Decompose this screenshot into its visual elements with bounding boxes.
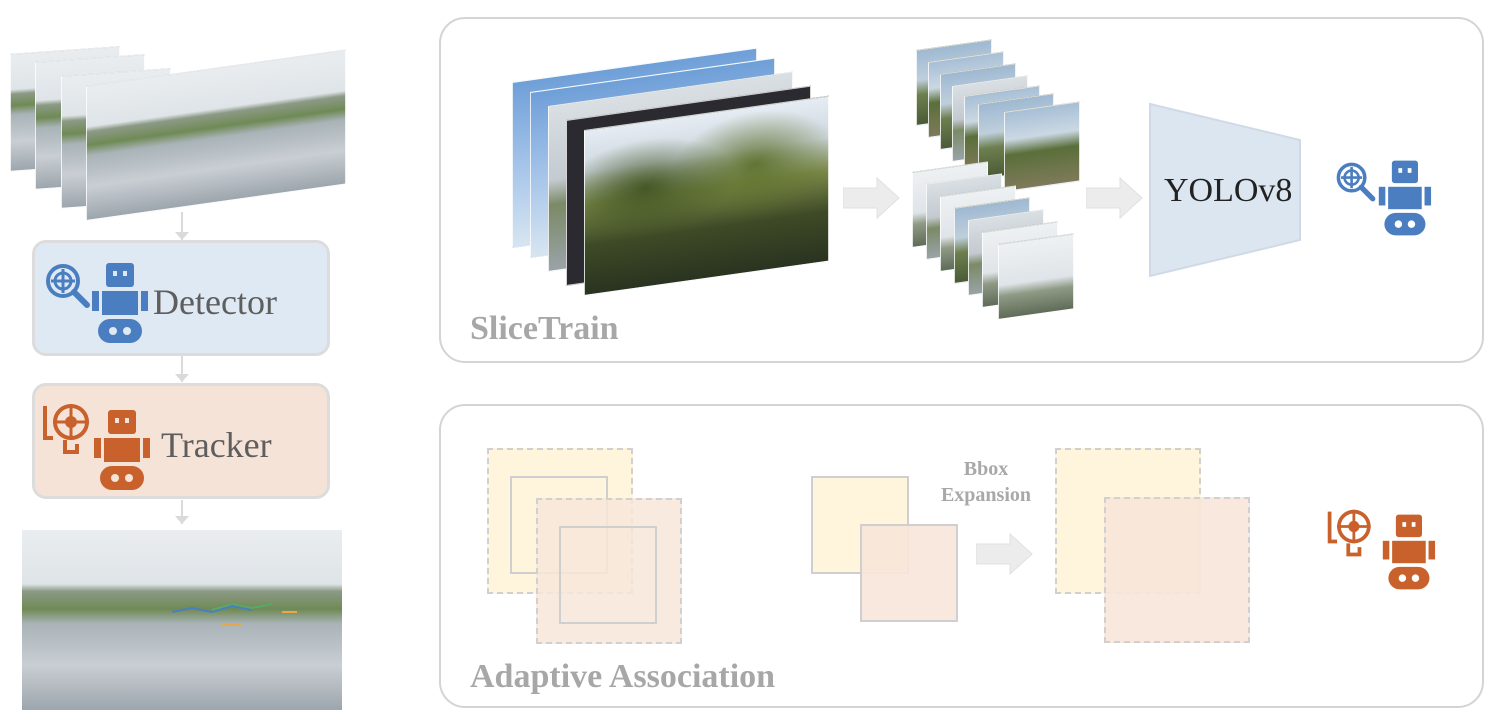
bbox-expansion-label: Bbox Expansion bbox=[926, 456, 1046, 508]
detector-module: Detector bbox=[32, 240, 330, 356]
arrow-expand bbox=[976, 532, 1033, 576]
yolo-model-block bbox=[1149, 102, 1301, 278]
bbox-expansion-line2: Expansion bbox=[940, 484, 1032, 506]
original-bbox-b bbox=[860, 524, 958, 622]
robot-icon bbox=[1382, 514, 1436, 590]
slice-image bbox=[1004, 101, 1080, 192]
robot-icon bbox=[94, 410, 150, 490]
arrow-slice bbox=[843, 176, 900, 220]
tracker-label: Tracker bbox=[161, 425, 272, 465]
flow-arrowhead-1 bbox=[175, 232, 189, 240]
expanded-result-b bbox=[1104, 497, 1250, 643]
crosshair-gear-icon bbox=[1327, 509, 1371, 557]
slice-image bbox=[998, 233, 1074, 320]
flow-line-2 bbox=[181, 356, 183, 382]
arrow-train bbox=[1086, 176, 1143, 220]
slicetrain-title: SliceTrain bbox=[470, 310, 619, 347]
flow-line-1 bbox=[181, 212, 183, 240]
training-image-5 bbox=[584, 95, 829, 296]
robot-icon bbox=[1378, 160, 1432, 236]
robot-icon bbox=[92, 263, 148, 343]
tracker-module: Tracker bbox=[32, 383, 330, 499]
association-title: Adaptive Association bbox=[470, 658, 776, 695]
tracking-trails bbox=[172, 602, 297, 625]
flow-arrowhead-2 bbox=[175, 374, 189, 382]
flow-line-3 bbox=[181, 500, 183, 524]
output-tracking-frame bbox=[22, 530, 342, 710]
bbox-expansion-line1: Bbox bbox=[963, 458, 1009, 480]
flow-arrowhead-3 bbox=[175, 516, 189, 524]
detector-label: Detector bbox=[153, 282, 277, 322]
magnifier-target-icon bbox=[1336, 162, 1376, 202]
crosshair-gear-icon bbox=[43, 404, 89, 454]
yolo-label: YOLOv8 bbox=[1164, 172, 1293, 209]
magnifier-target-icon bbox=[46, 264, 90, 308]
bbox-b bbox=[559, 526, 657, 624]
